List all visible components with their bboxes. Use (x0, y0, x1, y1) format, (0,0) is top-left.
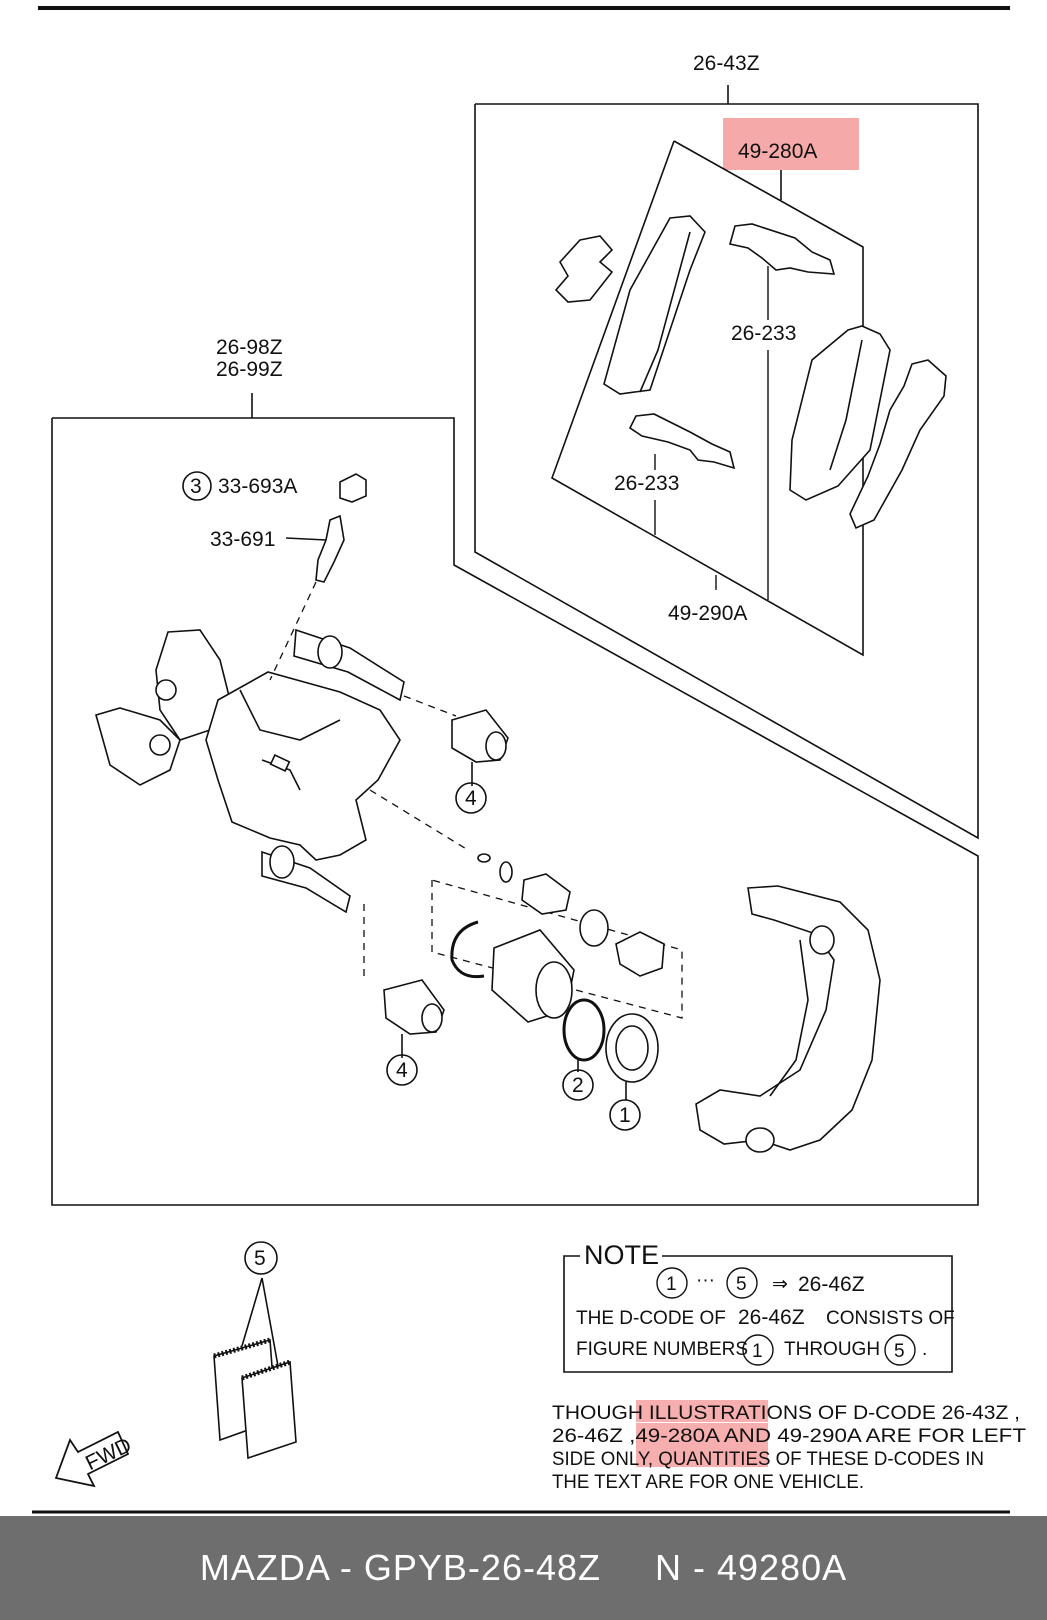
grease-packets (213, 1277, 297, 1460)
disclaimer-line3: SIDE ONLY, QUANTITIES OF THESE D-CODES I… (552, 1449, 984, 1470)
note-range-code: 26-46Z (798, 1273, 865, 1296)
disclaimer-line4: THE TEXT ARE FOR ONE VEHICLE. (552, 1472, 864, 1493)
disclaimer-line2: 26-46Z ,49-280A AND 49-290A ARE FOR LEFT (552, 1426, 1026, 1447)
highlight-disclaimer-49280a (636, 1423, 768, 1467)
bleeder-parts (285, 473, 367, 583)
highlight-disclaimer-illustrations (636, 1400, 768, 1422)
note-line2-a: THE D-CODE OF (576, 1308, 726, 1329)
note-range-end: 5 (736, 1274, 747, 1295)
footer-oem-number: MAZDA - GPYB-26-48Z (199, 1547, 601, 1588)
callout-3: 3 (190, 475, 202, 498)
callout-2: 2 (572, 1074, 584, 1097)
callout-5: 5 (254, 1247, 266, 1270)
label-26-233-upper: 26-233 (731, 322, 796, 345)
caliper-body (95, 628, 405, 914)
note-box: NOTE 1 ··· 5 ⇒ 26-46Z THE D-CODE OF 26-4… (563, 1240, 955, 1373)
fwd-arrow-icon: FWD (54, 1430, 135, 1488)
note-line2-b: CONSISTS OF (826, 1308, 955, 1329)
caliper-bracket (695, 885, 881, 1153)
callout-4-upper: 4 (465, 787, 477, 810)
part-number-banner: MAZDA - GPYB-26-48Z N - 49280A (0, 1516, 1047, 1620)
label-26-43z: 26-43Z (693, 52, 760, 75)
label-49-280a: 49-280A (738, 140, 817, 163)
disclaimer: THOUGH ILLUSTRATIONS OF D-CODE 26-43Z , … (552, 1403, 1026, 1493)
label-26-233-lower: 26-233 (614, 472, 679, 495)
note-title: NOTE (584, 1240, 659, 1270)
note-line3-end: . (922, 1339, 927, 1360)
callout-1: 1 (619, 1104, 631, 1127)
label-49-290a: 49-290A (668, 602, 747, 625)
pad-leader-lines (654, 266, 769, 600)
note-line3-a: FIGURE NUMBERS (576, 1339, 748, 1360)
brake-pads (554, 215, 947, 530)
footer-part-number: N - 49280A (655, 1547, 848, 1588)
pad-set-box (474, 85, 979, 840)
parts-diagram: FWD 26-43Z 49-280A 26-233 26-233 49-290A… (32, 6, 1026, 1514)
label-33-691: 33-691 (210, 528, 275, 551)
note-range-dots: ··· (696, 1270, 715, 1291)
note-line3-n1: 1 (752, 1341, 763, 1362)
note-line2-code: 26-46Z (738, 1306, 805, 1329)
callout-4-lower: 4 (396, 1059, 408, 1082)
note-arrow: ⇒ (772, 1274, 788, 1295)
note-line3-b: THROUGH (784, 1339, 880, 1360)
disclaimer-line1: THOUGH ILLUSTRATIONS OF D-CODE 26-43Z , (552, 1403, 1020, 1424)
caliper-small-parts (383, 709, 665, 1100)
caliper-box (51, 393, 979, 1206)
highlight-pad-set-label (723, 118, 859, 170)
label-33-693a: 33-693A (218, 475, 297, 498)
label-26-98z: 26-98Z (216, 336, 283, 359)
note-range-start: 1 (666, 1274, 677, 1295)
note-line3-n2: 5 (894, 1341, 905, 1362)
label-26-99z: 26-99Z (216, 358, 283, 381)
